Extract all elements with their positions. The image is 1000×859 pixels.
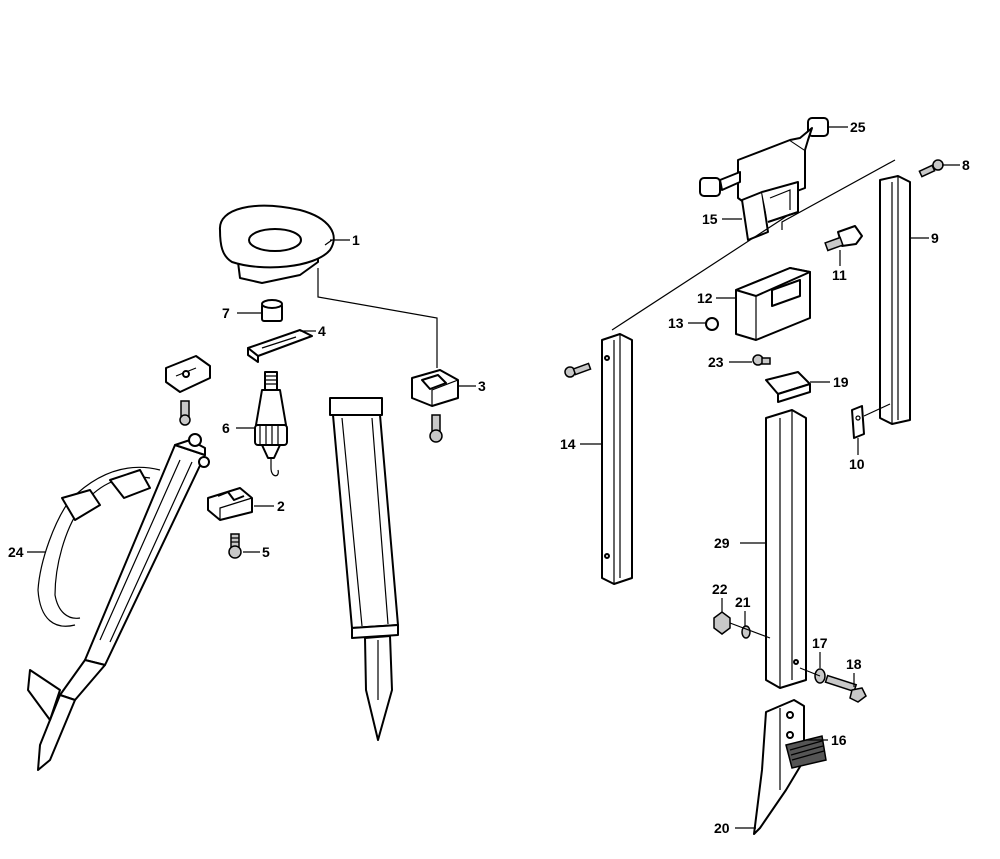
part-9-rail xyxy=(879,175,911,425)
part-4-slotted-plate xyxy=(247,329,313,363)
part-25-end-caps xyxy=(699,117,829,197)
callout-5: 5 xyxy=(262,544,270,560)
callout-22: 22 xyxy=(712,581,728,597)
part-16-20-foot xyxy=(753,699,827,835)
part-7-cap xyxy=(261,299,283,322)
callout-21: 21 xyxy=(735,594,751,610)
part-23-screw xyxy=(752,354,771,366)
part-2-clamp xyxy=(207,487,253,521)
callout-15: 15 xyxy=(702,211,718,227)
assembly-leader-1-3 xyxy=(317,268,438,368)
part-12-box xyxy=(735,267,811,341)
part-18-bolt xyxy=(824,674,867,703)
callout-4: 4 xyxy=(318,323,326,339)
callout-20: 20 xyxy=(714,820,730,836)
callout-16: 16 xyxy=(831,732,847,748)
callout-19: 19 xyxy=(833,374,849,390)
part-14-rail xyxy=(601,333,633,585)
callout-17: 17 xyxy=(812,635,828,651)
part-3-clamp-block xyxy=(411,369,459,407)
callout-2: 2 xyxy=(277,498,285,514)
center-leg xyxy=(329,397,399,741)
part-22-nut xyxy=(713,611,731,635)
callout-9: 9 xyxy=(931,230,939,246)
part-29-leg-tube xyxy=(765,409,807,689)
callout-3: 3 xyxy=(478,378,486,394)
callout-8: 8 xyxy=(962,157,970,173)
callout-14: 14 xyxy=(560,436,576,452)
bolt-axis-left xyxy=(729,622,771,639)
part-3-screw xyxy=(429,414,443,443)
callout-11: 11 xyxy=(832,267,847,283)
bolt-axis-right xyxy=(799,667,821,677)
part-11-knob xyxy=(824,225,863,252)
leg-bracket xyxy=(165,355,211,393)
part-24-leg-with-strap xyxy=(27,433,210,771)
callout-13: 13 xyxy=(668,315,684,331)
assembly-leader-15-9 xyxy=(781,159,896,230)
callout-6: 6 xyxy=(222,420,230,436)
callout-10: 10 xyxy=(849,456,865,472)
callout-leaders xyxy=(27,126,960,829)
part-15-head-block xyxy=(719,127,813,241)
leg-bracket-screw xyxy=(179,400,191,426)
callout-18: 18 xyxy=(846,656,862,672)
callout-23: 23 xyxy=(708,354,724,370)
callout-24: 24 xyxy=(8,544,24,560)
callout-29: 29 xyxy=(714,535,730,551)
callout-7: 7 xyxy=(222,305,230,321)
assembly-leader-14-15 xyxy=(611,213,791,331)
callout-labels: 1 2 3 4 5 6 7 8 9 10 11 12 13 14 15 16 1… xyxy=(8,119,970,836)
part-14-screw xyxy=(564,362,592,378)
callout-12: 12 xyxy=(697,290,713,306)
part-21-washer xyxy=(741,625,751,639)
part-6-knob xyxy=(254,371,288,477)
part-13-plug xyxy=(705,317,719,331)
part-19-cap xyxy=(765,371,811,403)
part-8-screw xyxy=(918,159,944,178)
part-5-screw xyxy=(228,533,242,559)
part-1-head-plate xyxy=(218,204,335,284)
callout-25: 25 xyxy=(850,119,866,135)
callout-1: 1 xyxy=(352,232,360,248)
part-10-plate xyxy=(851,403,891,439)
